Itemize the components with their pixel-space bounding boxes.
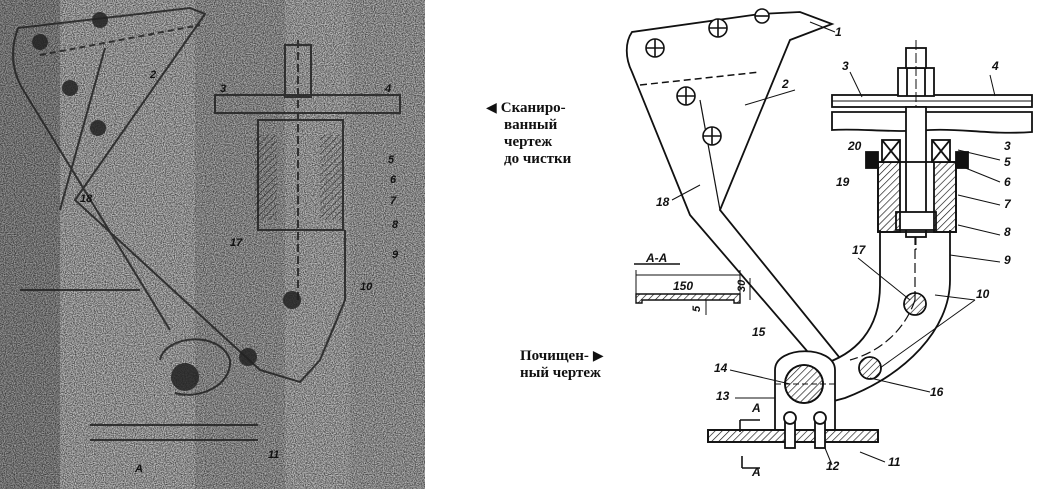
part-label: 14 <box>714 361 728 375</box>
caption-cleaned: Почищен-▶ ный чертеж <box>520 348 604 381</box>
scan-linework <box>12 6 401 441</box>
arrow-right-icon: ▶ <box>592 349 604 364</box>
part-label: 8 <box>1004 225 1011 239</box>
leader-lines <box>671 21 1001 466</box>
bolt-nut <box>895 40 937 250</box>
part-label: 10 <box>976 287 990 301</box>
scan-cut-marker-label: А <box>134 463 143 475</box>
part-label: 20 <box>847 139 862 153</box>
section-name: А-А <box>645 251 667 265</box>
scan-label: 10 <box>360 281 373 293</box>
part-label: 6 <box>1004 175 1011 189</box>
part-label: 18 <box>656 195 670 209</box>
part-label: 4 <box>991 59 999 73</box>
pivot-bracket <box>774 350 836 430</box>
scan-label: 7 <box>390 195 397 207</box>
cut-marker-label: А <box>751 401 761 415</box>
part-label: 16 <box>930 385 944 399</box>
part-label: 3 <box>1004 139 1011 153</box>
top-plates <box>831 94 1033 134</box>
scan-label: 8 <box>392 219 399 231</box>
part-label: 19 <box>836 175 850 189</box>
cleaned-drawing <box>625 8 1033 469</box>
scan-label: 9 <box>392 249 399 261</box>
scan-holes <box>32 12 301 391</box>
part-label: 9 <box>1004 253 1011 267</box>
part-label: 15 <box>752 325 766 339</box>
part-labels: 1 2 3 4 3 20 5 19 6 7 18 8 9 17 10 15 14… <box>134 25 1012 479</box>
scanned-drawing: 2 3 4 5 6 7 8 9 10 17 18 11 <box>0 0 425 489</box>
part-label: 12 <box>826 459 840 473</box>
scan-label: 3 <box>220 83 226 95</box>
scan-label: 18 <box>80 193 93 205</box>
base-plate <box>707 411 879 449</box>
caption-scanned: ◀Скани­ро- ванный чертеж до чистки <box>486 100 572 167</box>
section-thickness: 5 <box>691 305 703 312</box>
bearing-housing <box>865 139 969 233</box>
scan-label: 4 <box>384 83 391 95</box>
scan-label: 6 <box>390 174 397 186</box>
scan-label: 2 <box>149 69 156 81</box>
scan-grain <box>0 0 425 489</box>
scan-label: 17 <box>230 237 243 249</box>
section-width: 150 <box>673 279 693 293</box>
part-label: 13 <box>716 389 730 403</box>
part-label: 7 <box>1004 197 1012 211</box>
joint-bolts <box>858 292 927 380</box>
part-label: 11 <box>888 455 901 469</box>
part-label: 2 <box>781 77 789 91</box>
arrow-left-icon: ◀ <box>486 101 497 116</box>
part-label: 3 <box>842 59 849 73</box>
scan-label: 11 <box>268 449 279 461</box>
part-label: 5 <box>1004 155 1011 169</box>
plate-holes <box>645 8 770 146</box>
section-a-a <box>634 263 751 315</box>
scan-labels: 2 3 4 5 6 7 8 9 10 17 18 11 <box>80 69 399 461</box>
cut-marker-label: А <box>751 465 761 479</box>
cut-markers <box>739 419 760 469</box>
section-height: 30 <box>736 279 748 292</box>
part-label: 1 <box>835 25 842 39</box>
part-label: 17 <box>852 243 867 257</box>
scan-label: 5 <box>388 154 395 166</box>
